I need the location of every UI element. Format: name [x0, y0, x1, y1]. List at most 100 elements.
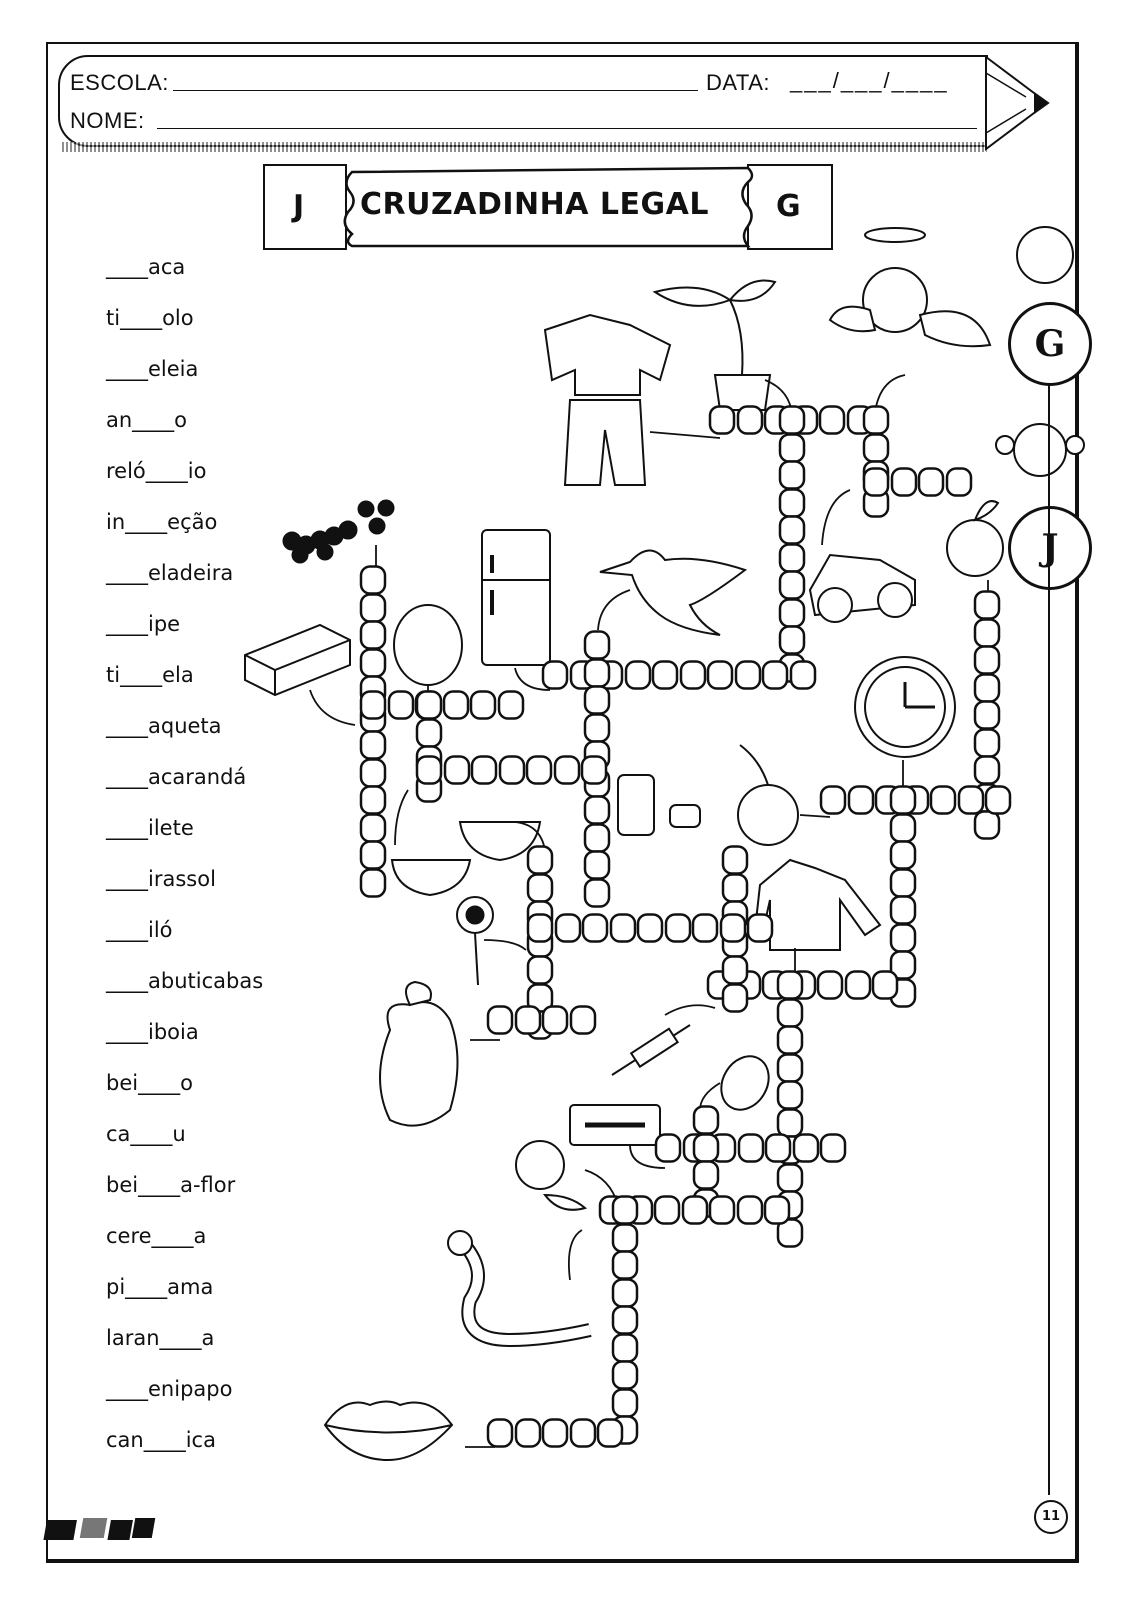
- crossword-cell[interactable]: [847, 785, 875, 815]
- crossword-cell[interactable]: [889, 785, 917, 815]
- crossword-cell[interactable]: [581, 913, 609, 943]
- crossword-cell[interactable]: [871, 970, 899, 1000]
- crossword-cell[interactable]: [973, 618, 1001, 648]
- crossword-cell[interactable]: [486, 1005, 514, 1035]
- crossword-cell[interactable]: [583, 658, 611, 688]
- crossword-cell[interactable]: [763, 1195, 791, 1225]
- crossword-cell[interactable]: [692, 1160, 720, 1190]
- crossword-cell[interactable]: [415, 755, 443, 785]
- crossword-cell[interactable]: [890, 467, 918, 497]
- crossword-cell[interactable]: [776, 1025, 804, 1055]
- crossword-cell[interactable]: [889, 923, 917, 953]
- crossword-cell[interactable]: [583, 795, 611, 825]
- crossword-cell[interactable]: [764, 1133, 792, 1163]
- crossword-cell[interactable]: [443, 755, 471, 785]
- crossword-cell[interactable]: [778, 460, 806, 490]
- crossword-cell[interactable]: [583, 878, 611, 908]
- crossword-cell[interactable]: [708, 1195, 736, 1225]
- crossword-cell[interactable]: [889, 840, 917, 870]
- crossword-cell[interactable]: [889, 868, 917, 898]
- crossword-cell[interactable]: [778, 625, 806, 655]
- crossword-cell[interactable]: [889, 813, 917, 843]
- crossword-cell[interactable]: [778, 433, 806, 463]
- crossword-cell[interactable]: [580, 755, 608, 785]
- crossword-cell[interactable]: [721, 873, 749, 903]
- crossword-cell[interactable]: [719, 913, 747, 943]
- crossword-cell[interactable]: [761, 660, 789, 690]
- crossword-cell[interactable]: [525, 755, 553, 785]
- crossword-cell[interactable]: [721, 955, 749, 985]
- crossword-cell[interactable]: [611, 1250, 639, 1280]
- date-field[interactable]: ___/___/____: [790, 68, 949, 93]
- crossword-cell[interactable]: [776, 1218, 804, 1248]
- crossword-cell[interactable]: [498, 755, 526, 785]
- crossword-cell[interactable]: [973, 590, 1001, 620]
- crossword-cell[interactable]: [721, 983, 749, 1013]
- crossword-cell[interactable]: [734, 660, 762, 690]
- crossword-cell[interactable]: [691, 913, 719, 943]
- crossword-cell[interactable]: [973, 728, 1001, 758]
- crossword-cell[interactable]: [514, 1418, 542, 1448]
- crossword-cell[interactable]: [929, 785, 957, 815]
- crossword-cell[interactable]: [442, 690, 470, 720]
- crossword-cell[interactable]: [554, 913, 582, 943]
- crossword-cell[interactable]: [862, 405, 890, 435]
- crossword-cell[interactable]: [778, 570, 806, 600]
- crossword-cell[interactable]: [359, 620, 387, 650]
- crossword-cell[interactable]: [776, 1053, 804, 1083]
- crossword-cell[interactable]: [541, 1005, 569, 1035]
- crossword-cell[interactable]: [862, 467, 890, 497]
- crossword-cell[interactable]: [945, 467, 973, 497]
- crossword-cell[interactable]: [737, 1133, 765, 1163]
- crossword-cell[interactable]: [569, 1005, 597, 1035]
- crossword-cell[interactable]: [624, 660, 652, 690]
- crossword-cell[interactable]: [819, 785, 847, 815]
- crossword-cell[interactable]: [611, 1360, 639, 1390]
- crossword-cell[interactable]: [526, 955, 554, 985]
- school-field[interactable]: [173, 90, 698, 91]
- crossword-cell[interactable]: [792, 1133, 820, 1163]
- crossword-cell[interactable]: [611, 1305, 639, 1335]
- crossword-cell[interactable]: [387, 690, 415, 720]
- crossword-cell[interactable]: [778, 515, 806, 545]
- crossword-cell[interactable]: [778, 405, 806, 435]
- crossword-cell[interactable]: [583, 630, 611, 660]
- crossword-cell[interactable]: [359, 813, 387, 843]
- crossword-cell[interactable]: [611, 1278, 639, 1308]
- crossword-cell[interactable]: [776, 998, 804, 1028]
- crossword-cell[interactable]: [553, 755, 581, 785]
- crossword-cell[interactable]: [681, 1195, 709, 1225]
- crossword-cell[interactable]: [692, 1133, 720, 1163]
- crossword-cell[interactable]: [359, 758, 387, 788]
- crossword-cell[interactable]: [611, 1195, 639, 1225]
- crossword-cell[interactable]: [746, 913, 774, 943]
- crossword-cell[interactable]: [359, 840, 387, 870]
- crossword-cell[interactable]: [706, 660, 734, 690]
- crossword-cell[interactable]: [651, 660, 679, 690]
- crossword-cell[interactable]: [816, 970, 844, 1000]
- crossword-cell[interactable]: [653, 1195, 681, 1225]
- crossword-cell[interactable]: [957, 785, 985, 815]
- crossword-cell[interactable]: [583, 823, 611, 853]
- crossword-cell[interactable]: [526, 845, 554, 875]
- crossword-cell[interactable]: [778, 488, 806, 518]
- crossword-cell[interactable]: [611, 1333, 639, 1363]
- crossword-cell[interactable]: [526, 873, 554, 903]
- crossword-cell[interactable]: [611, 1388, 639, 1418]
- crossword-cell[interactable]: [736, 405, 764, 435]
- crossword-cell[interactable]: [569, 1418, 597, 1448]
- crossword-cell[interactable]: [541, 1418, 569, 1448]
- crossword-cell[interactable]: [721, 845, 749, 875]
- crossword-cell[interactable]: [776, 1163, 804, 1193]
- crossword-cell[interactable]: [889, 895, 917, 925]
- crossword-cell[interactable]: [818, 405, 846, 435]
- crossword-cell[interactable]: [692, 1105, 720, 1135]
- crossword-cell[interactable]: [497, 690, 525, 720]
- crossword-cell[interactable]: [359, 690, 387, 720]
- crossword-cell[interactable]: [973, 673, 1001, 703]
- crossword-cell[interactable]: [917, 467, 945, 497]
- crossword-cell[interactable]: [984, 785, 1012, 815]
- crossword-cell[interactable]: [359, 868, 387, 898]
- crossword-cell[interactable]: [469, 690, 497, 720]
- crossword-cell[interactable]: [514, 1005, 542, 1035]
